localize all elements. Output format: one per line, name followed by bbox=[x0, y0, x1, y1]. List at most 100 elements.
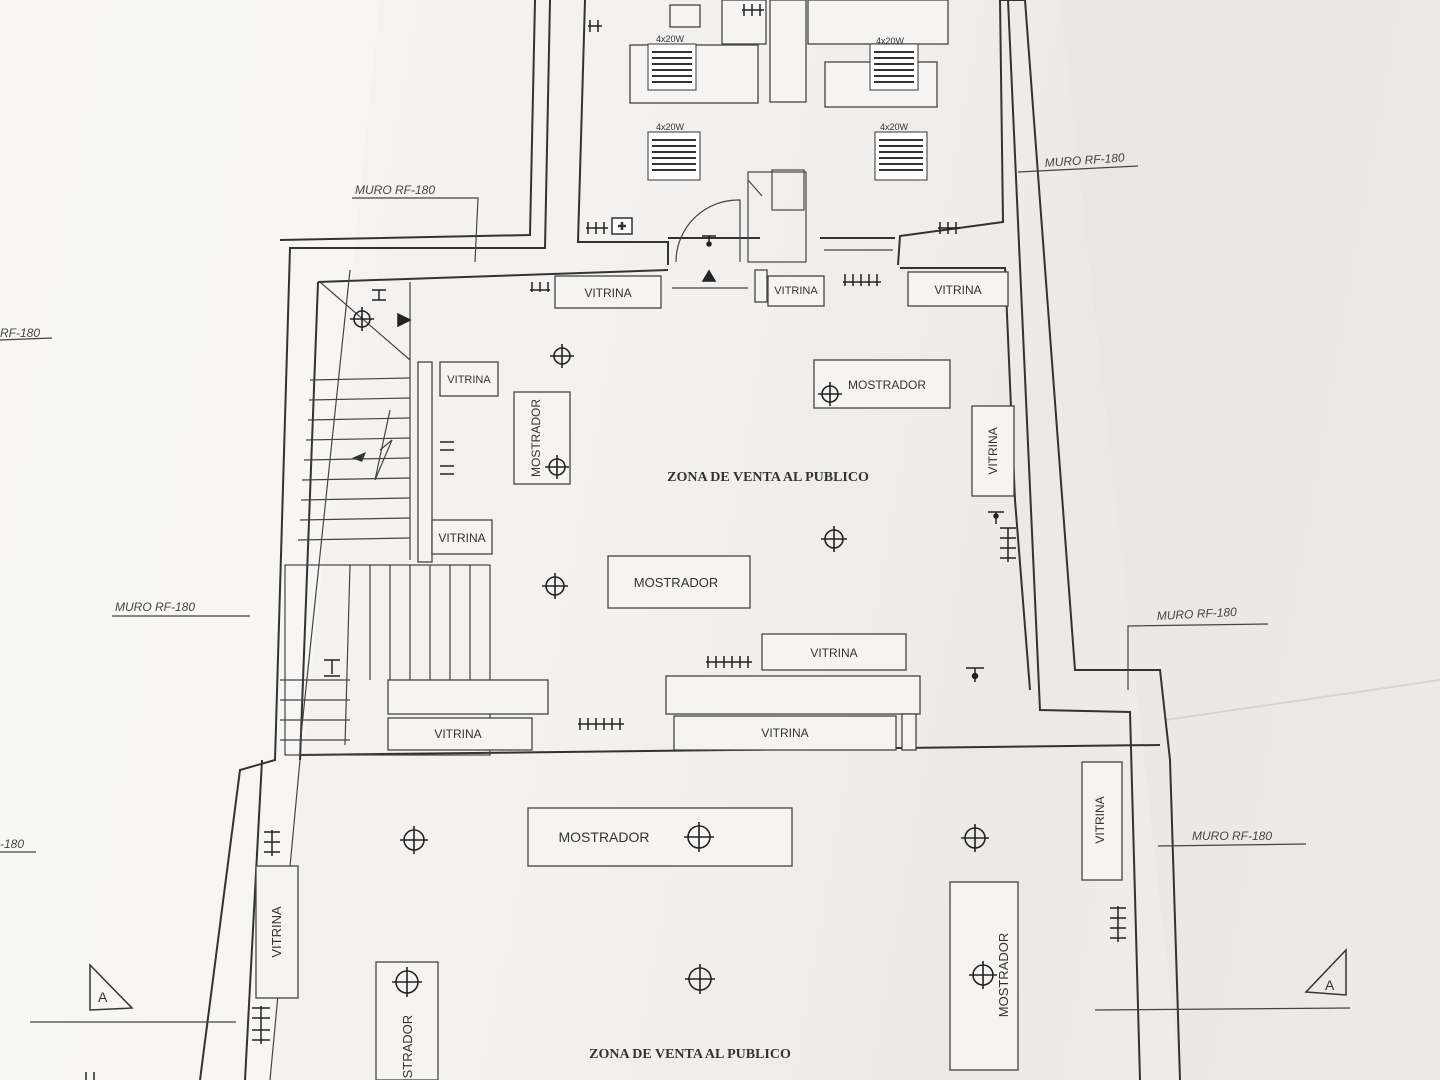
arrow-icon bbox=[397, 269, 717, 328]
muro-label-partial: RF-180 bbox=[0, 326, 40, 340]
mostrador-label: MOSTRADOR bbox=[634, 575, 719, 590]
mostrador-label-partial: ISTRADOR bbox=[400, 1015, 415, 1080]
counter-block bbox=[387, 679, 549, 715]
mostrador-2: MOSTRADOR bbox=[513, 391, 571, 485]
mostrador-4: MOSTRADOR bbox=[527, 807, 793, 867]
upper-room: 4x20W 4x20W 4x20W 4x20W bbox=[611, 0, 949, 289]
socket-icon bbox=[578, 718, 624, 730]
mostrador-label: MOSTRADOR bbox=[559, 829, 650, 845]
zona-venta-label: ZONA DE VENTA AL PUBLICO bbox=[667, 470, 869, 485]
pillar bbox=[754, 269, 768, 303]
lamp-2 bbox=[869, 43, 919, 91]
mostrador-label: MOSTRADOR bbox=[996, 933, 1011, 1018]
outlet-icon bbox=[966, 667, 984, 682]
socket-icon bbox=[843, 274, 881, 286]
crosshair-icon bbox=[969, 961, 997, 989]
section-marker-right: A bbox=[1094, 948, 1351, 1011]
vitrina-5: VITRINA bbox=[431, 519, 493, 555]
socket-icon bbox=[742, 4, 764, 16]
paper-fold-shade bbox=[1060, 0, 1440, 1080]
vitrina-9: VITRINA bbox=[673, 715, 897, 751]
vitrina-2: VITRINA bbox=[767, 275, 825, 307]
socket-icon bbox=[706, 656, 752, 668]
socket-icon bbox=[264, 830, 280, 856]
crosshair-icon bbox=[542, 573, 568, 599]
crosshair-icon bbox=[818, 382, 842, 406]
mostrador-label: MOSTRADOR bbox=[848, 378, 926, 392]
lamp-label: 4x20W bbox=[876, 36, 905, 46]
vitrina-1: VITRINA bbox=[554, 275, 662, 309]
crosshair-icon bbox=[550, 344, 574, 368]
lamp-3 bbox=[647, 131, 701, 181]
crosshair-icon bbox=[685, 964, 715, 994]
section-marker-label: A bbox=[1325, 977, 1335, 993]
lamp-label: 4x20W bbox=[656, 34, 685, 44]
vitrina-label: VITRINA bbox=[810, 646, 857, 660]
light-fixtures bbox=[350, 307, 997, 997]
crosshair-icon bbox=[400, 826, 428, 854]
crosshair-icon bbox=[392, 967, 422, 997]
electrical-symbols bbox=[85, 4, 1126, 1080]
paper-crease bbox=[1164, 679, 1440, 721]
socket-icon bbox=[586, 222, 608, 234]
lamp-label: 4x20W bbox=[656, 122, 685, 132]
outlet-icon bbox=[988, 511, 1004, 524]
crosshair-icon bbox=[350, 307, 374, 331]
muro-label: MURO RF-180 bbox=[355, 183, 435, 197]
lamp-1 bbox=[647, 43, 697, 91]
outlet-icon bbox=[702, 235, 716, 247]
vitrina-7: VITRINA bbox=[761, 633, 907, 671]
vitrina-6: VITRINA bbox=[971, 405, 1015, 497]
socket-icon bbox=[85, 1072, 95, 1080]
vitrina-label: VITRINA bbox=[584, 286, 631, 300]
paper-light-area bbox=[0, 0, 380, 1080]
socket-icon bbox=[1110, 906, 1126, 942]
section-marker-label: A bbox=[98, 989, 108, 1005]
pillar bbox=[901, 713, 917, 751]
vitrina-10: VITRINA bbox=[1081, 761, 1123, 881]
vitrina-label: VITRINA bbox=[934, 283, 981, 297]
mostrador-3: MOSTRADOR bbox=[607, 555, 751, 609]
crosshair-icon bbox=[684, 822, 714, 852]
vitrina-label: VITRINA bbox=[761, 726, 808, 740]
zona-venta-label: ZONA DE VENTA AL PUBLICO bbox=[589, 1047, 791, 1062]
section-marker-left: A bbox=[30, 963, 236, 1023]
vitrina-label: VITRINA bbox=[434, 727, 481, 741]
muro-label-partial: -180 bbox=[0, 837, 24, 851]
socket-icon bbox=[1000, 527, 1016, 562]
vitrina-8: VITRINA bbox=[387, 717, 533, 751]
vitrina-4: VITRINA bbox=[439, 361, 499, 397]
vitrina-11: VITRINA bbox=[255, 865, 299, 999]
muro-label: MURO RF-180 bbox=[1156, 605, 1237, 623]
vitrina-label: VITRINA bbox=[269, 906, 284, 958]
muro-label: MURO RF-180 bbox=[115, 600, 195, 614]
mostrador-5: MOSTRADOR bbox=[949, 881, 1019, 1071]
vitrina-label: VITRINA bbox=[438, 531, 485, 545]
crosshair-icon bbox=[821, 526, 847, 552]
vitrina-label: VITRINA bbox=[1093, 796, 1107, 843]
first-aid-icon bbox=[611, 217, 633, 235]
vitrina-group: VITRINA VITRINA VITRINA VITRINA VITRINA … bbox=[255, 271, 1123, 999]
mostrador-label: MOSTRADOR bbox=[529, 399, 543, 477]
outlet-icon bbox=[324, 659, 340, 677]
vitrina-label: VITRINA bbox=[447, 374, 491, 386]
lamp-label: 4x20W bbox=[880, 122, 909, 132]
muro-label: MURO RF-180 bbox=[1044, 150, 1125, 170]
vitrina-label: VITRINA bbox=[986, 427, 1000, 474]
socket-icon bbox=[440, 441, 454, 475]
counter-block bbox=[665, 675, 921, 715]
outlet-icon bbox=[372, 289, 386, 301]
crosshair-icon bbox=[545, 455, 569, 479]
muro-label: MURO RF-180 bbox=[1192, 829, 1272, 843]
vitrina-3: VITRINA bbox=[907, 271, 1009, 307]
lamp-4 bbox=[874, 131, 928, 181]
mostrador-1: MOSTRADOR bbox=[813, 359, 951, 409]
muro-annotations: MURO RF-180 MURO RF-180 RF-180 MURO RF-1… bbox=[0, 150, 1307, 853]
crosshair-icon bbox=[961, 824, 989, 852]
lamp-fixtures bbox=[647, 43, 928, 181]
socket-icon bbox=[530, 282, 550, 292]
socket-icon bbox=[938, 222, 960, 234]
staircase bbox=[280, 269, 491, 756]
vitrina-label: VITRINA bbox=[774, 285, 818, 297]
